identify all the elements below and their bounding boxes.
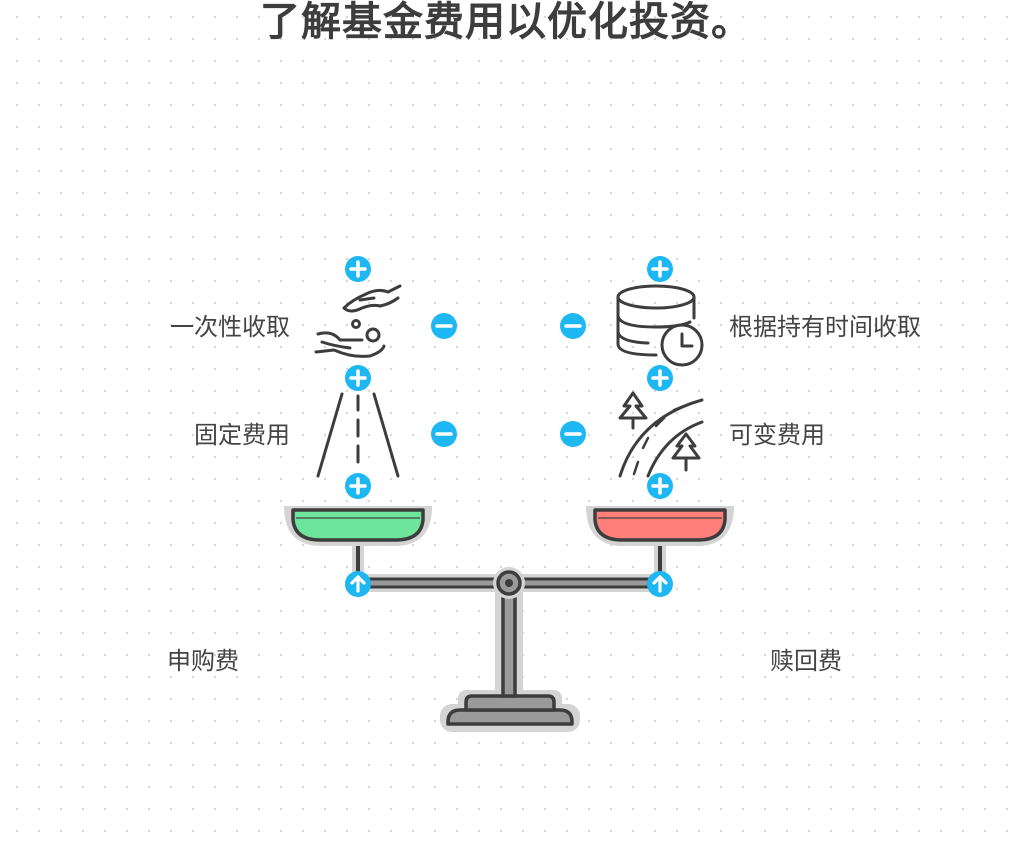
plus-indicator [345, 365, 371, 391]
arrow-up-icon [345, 571, 371, 597]
minus-indicator [431, 421, 457, 447]
road-icon [316, 392, 400, 478]
left-pan [284, 506, 432, 546]
right-feature-2-label: 可变费用 [729, 421, 825, 449]
database-clock-icon [616, 284, 704, 367]
left-feature-1-label: 一次性收取 [170, 313, 290, 341]
scale-stand [440, 580, 580, 732]
scale-beam [350, 567, 668, 599]
right-pan [586, 506, 734, 546]
minus-indicator [560, 421, 586, 447]
plus-indicator [647, 365, 673, 391]
minus-indicator [560, 313, 586, 339]
curved-road-trees-icon [618, 391, 704, 478]
left-fee-name-label: 申购费 [167, 647, 239, 675]
minus-indicator [431, 313, 457, 339]
arrow-up-icon [647, 571, 673, 597]
plus-indicator [345, 256, 371, 282]
page-title: 了解基金费用以优化投资。 [260, 0, 752, 45]
plus-indicator [647, 473, 673, 499]
plus-indicator [647, 256, 673, 282]
plus-indicator [345, 473, 371, 499]
right-feature-1-label: 根据持有时间收取 [729, 313, 921, 341]
hands-coins-icon [314, 284, 402, 358]
left-feature-2-label: 固定费用 [194, 421, 290, 449]
right-fee-name-label: 赎回费 [770, 647, 842, 675]
